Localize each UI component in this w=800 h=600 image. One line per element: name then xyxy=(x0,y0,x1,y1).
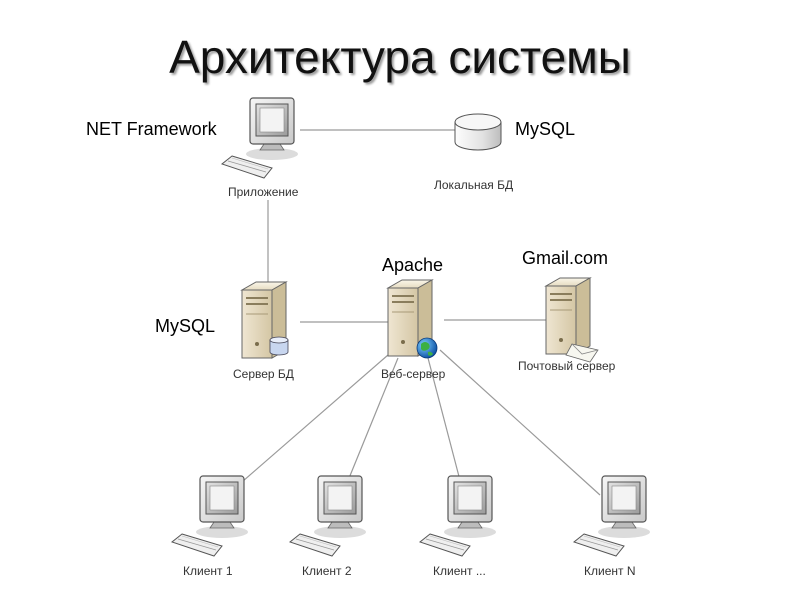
globe-icon xyxy=(416,337,438,359)
app-caption: Приложение xyxy=(228,185,299,199)
mail-server-caption: Почтовый сервер xyxy=(518,359,616,373)
client-dots-computer-icon xyxy=(419,475,497,557)
web-server-icon xyxy=(387,279,438,359)
client-n-computer-icon xyxy=(573,475,651,557)
db-server-icon xyxy=(241,281,289,359)
page-title: Архитектура системы xyxy=(169,31,631,83)
connection-lines xyxy=(234,129,601,496)
web-server-caption: Веб-сервер xyxy=(381,367,446,381)
app-tech-label: NET Framework xyxy=(86,119,217,139)
client-dots-caption: Клиент ... xyxy=(433,564,486,578)
local-db-icon xyxy=(454,113,502,151)
client-1-computer-icon xyxy=(171,475,249,557)
client-2-caption: Клиент 2 xyxy=(302,564,352,578)
client-n-caption: Клиент N xyxy=(584,564,636,578)
client-1-caption: Клиент 1 xyxy=(183,564,233,578)
mail-server-icon xyxy=(545,277,599,363)
link-web-client2 xyxy=(344,357,399,489)
link-web-client-dots xyxy=(427,357,463,489)
db-server-tech-label: MySQL xyxy=(155,316,216,336)
local-db-tech-label: MySQL xyxy=(515,119,576,139)
link-web-clientn xyxy=(439,349,601,496)
client-2-computer-icon xyxy=(289,475,367,557)
app-computer-icon xyxy=(221,97,299,179)
envelope-icon xyxy=(565,343,599,363)
link-web-client1 xyxy=(234,354,389,489)
local-db-caption: Локальная БД xyxy=(434,178,514,192)
db-server-caption: Сервер БД xyxy=(233,367,294,381)
mail-server-tech-label: Gmail.com xyxy=(522,248,609,268)
web-server-tech-label: Apache xyxy=(382,255,444,275)
